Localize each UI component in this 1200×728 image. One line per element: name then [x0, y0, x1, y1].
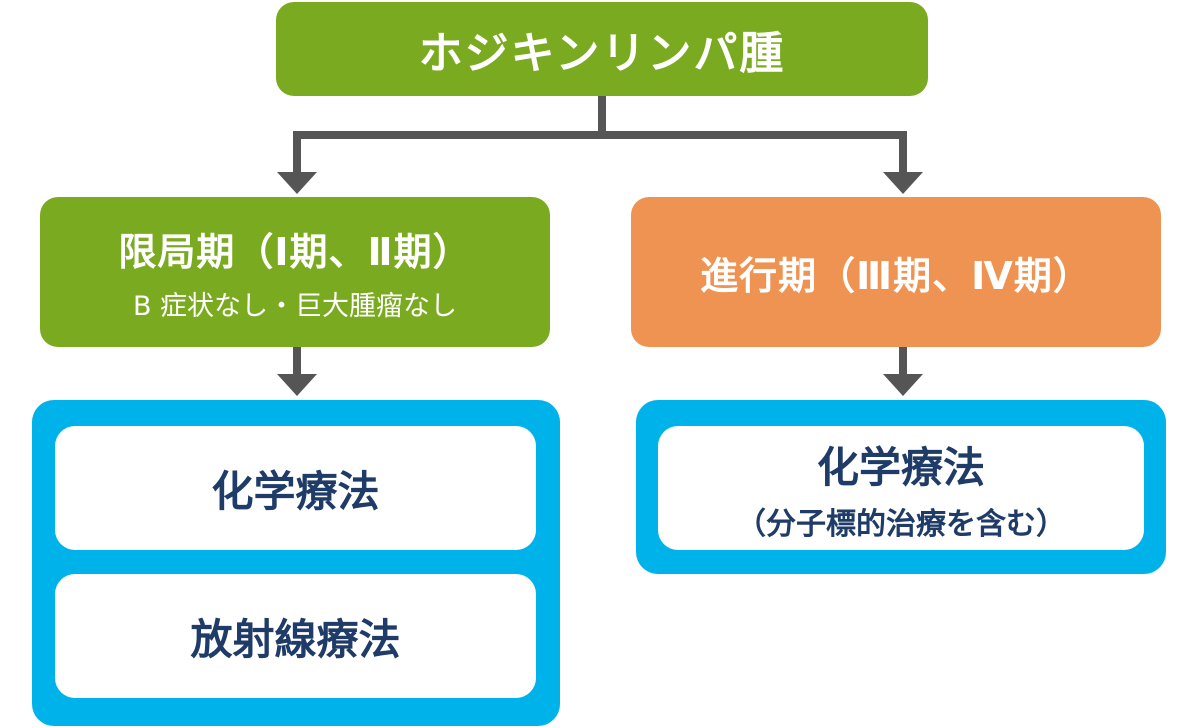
treatment-label: 化学療法 [211, 466, 380, 516]
treatment-label: 放射線療法 [190, 614, 401, 664]
treatment-card-chemotherapy: 化学療法 [55, 426, 536, 550]
arrowhead-advanced [883, 172, 923, 194]
advanced-stage-node: 進行期（Ⅲ期、Ⅳ期） [631, 197, 1161, 347]
root-label: ホジキンリンパ腫 [418, 28, 786, 79]
arrowhead-early-treatment [277, 374, 317, 396]
early-stage-node: 限局期（Ⅰ期、Ⅱ期） B 症状なし・巨大腫瘤なし [40, 197, 550, 347]
treatment-label: 化学療法 [816, 442, 985, 492]
treatment-note: （分子標的治療を含む） [736, 506, 1066, 542]
arrowhead-early [277, 172, 317, 194]
arrowhead-advanced-treatment [883, 374, 923, 396]
advanced-stage-title: 進行期（Ⅲ期、Ⅳ期） [700, 253, 1092, 298]
treatment-card-radiotherapy: 放射線療法 [55, 574, 536, 698]
early-stage-subtitle: B 症状なし・巨大腫瘤なし [132, 291, 458, 322]
treatment-card-chemotherapy-advanced: 化学療法 （分子標的治療を含む） [658, 426, 1144, 550]
early-stage-title: 限局期（Ⅰ期、Ⅱ期） [118, 230, 472, 274]
root-node-hodgkin-lymphoma: ホジキンリンパ腫 [276, 2, 928, 96]
